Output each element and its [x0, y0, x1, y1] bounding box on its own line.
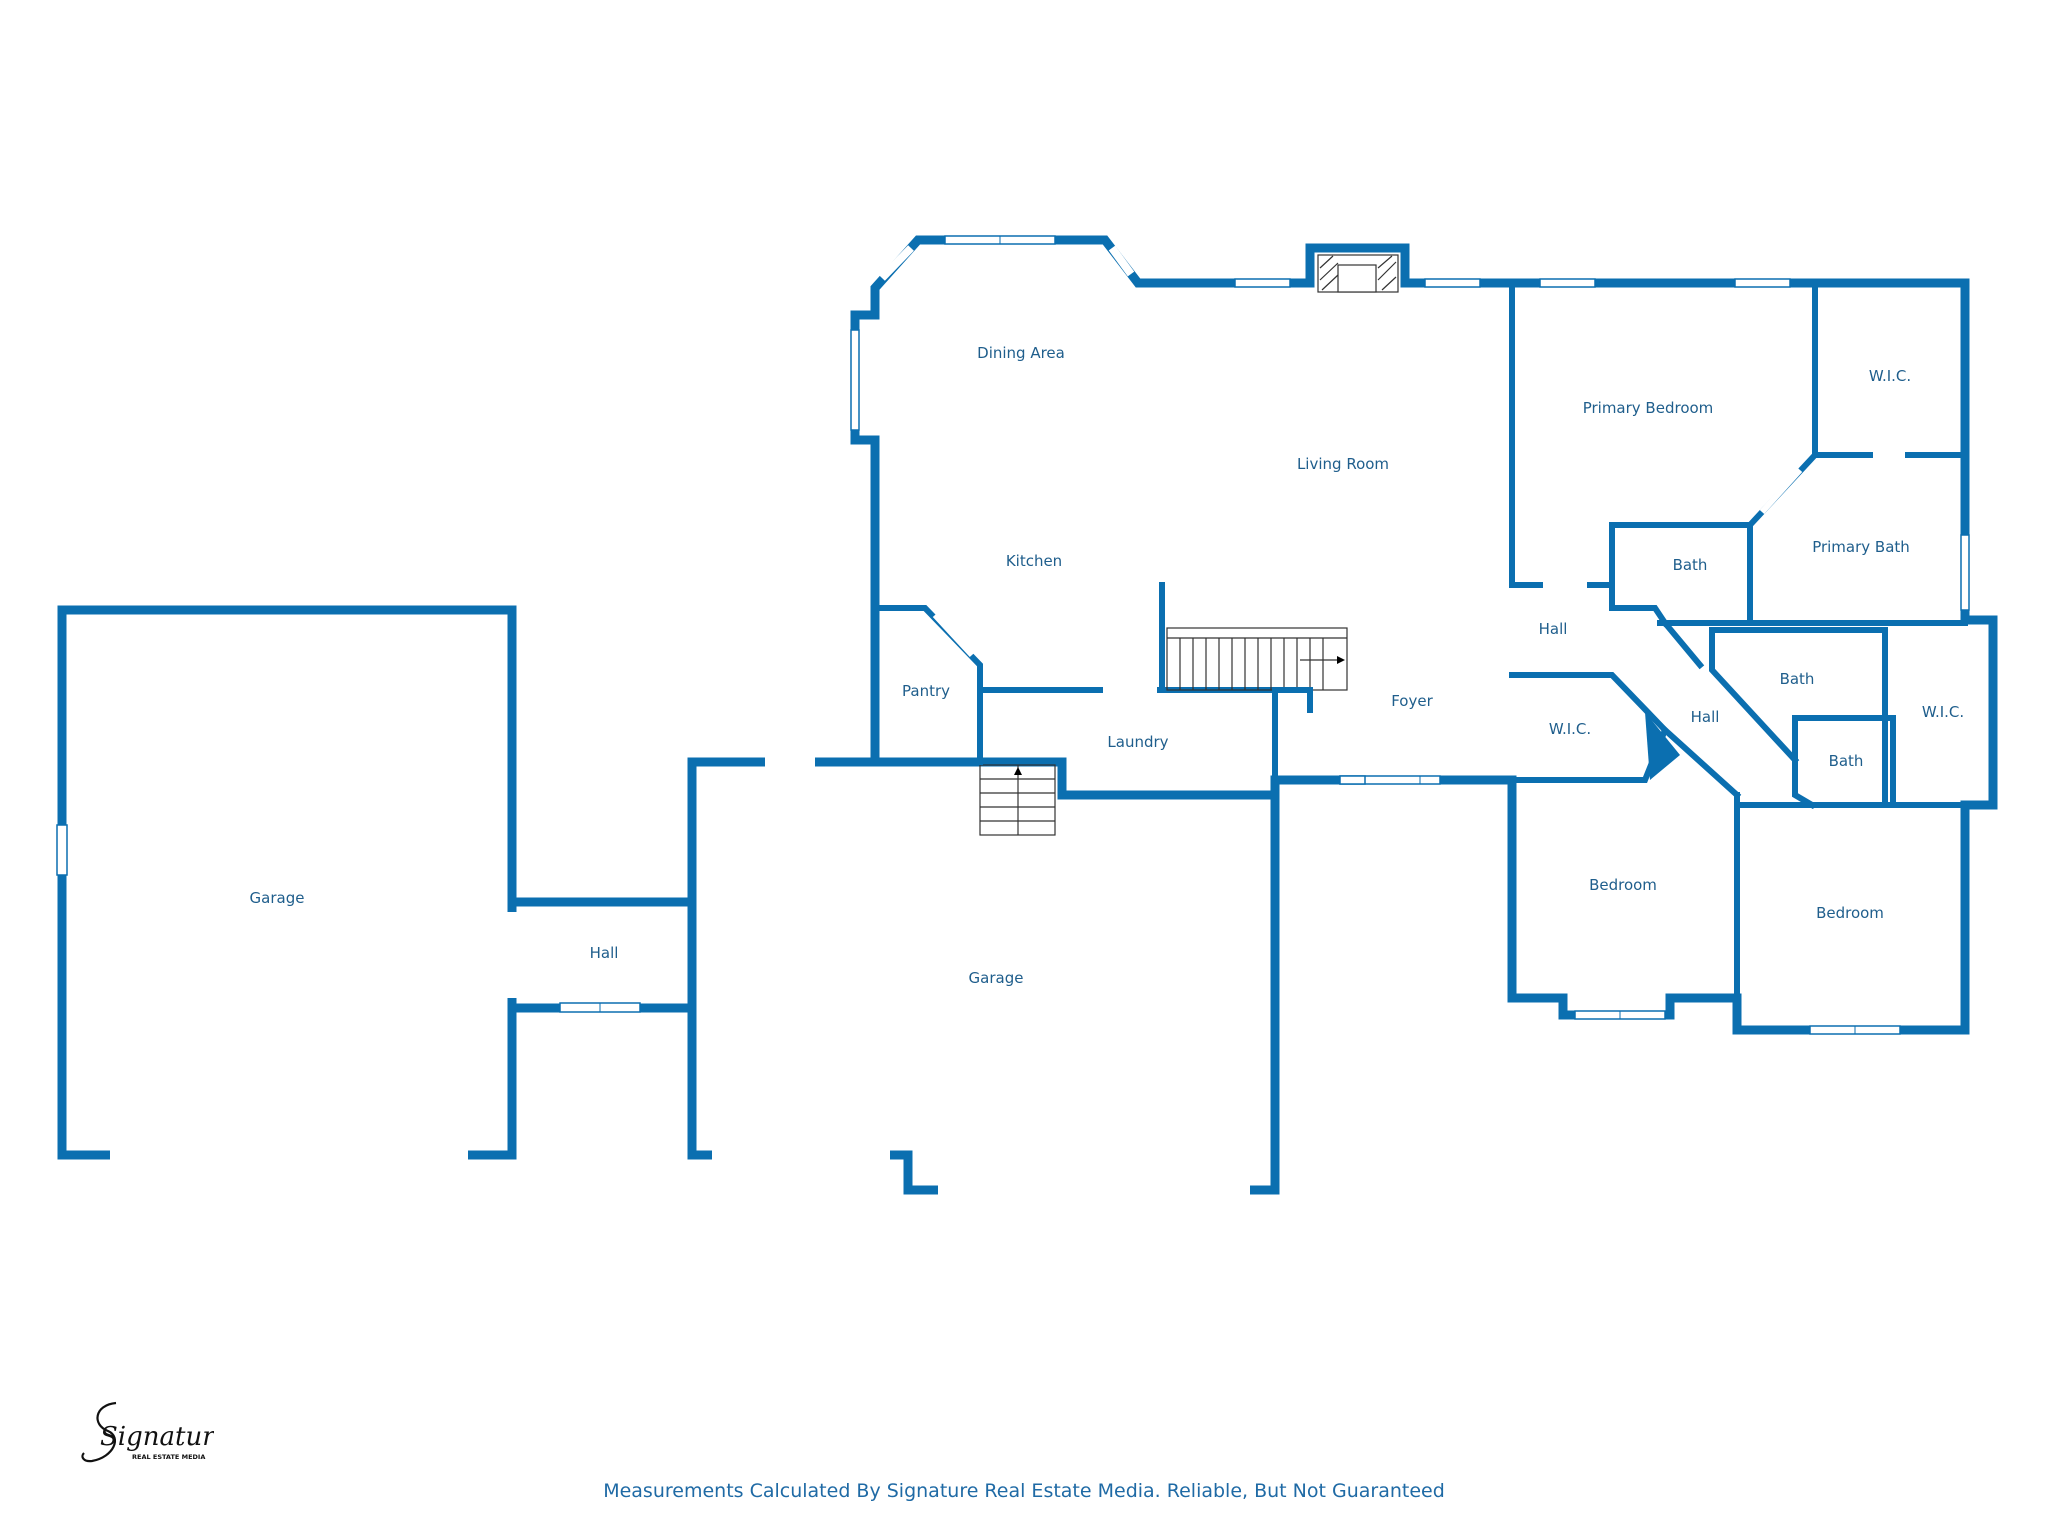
- room-label-kitchen: Kitchen: [1006, 552, 1062, 570]
- garage-left-walls: [56, 605, 517, 1162]
- room-label-wic-primary: W.I.C.: [1869, 367, 1911, 385]
- room-label-dining-area: Dining Area: [977, 344, 1065, 362]
- room-label-bedroom-1: Bedroom: [1589, 876, 1657, 894]
- room-label-wic-3: W.I.C.: [1922, 703, 1964, 721]
- room-label-primary-bath: Primary Bath: [1812, 538, 1910, 556]
- room-label-bath-3: Bath: [1829, 752, 1864, 770]
- room-label-living-room: Living Room: [1297, 455, 1389, 473]
- brand-logo-script: Signature: [100, 1422, 214, 1452]
- room-label-wic-2: W.I.C.: [1549, 720, 1591, 738]
- room-label-bath-1: Bath: [1673, 556, 1708, 574]
- room-label-laundry: Laundry: [1107, 733, 1168, 751]
- room-label-hall-1: Hall: [1539, 620, 1568, 638]
- room-labels: Dining Area Living Room Kitchen Pantry L…: [250, 344, 1965, 987]
- room-label-foyer: Foyer: [1391, 692, 1433, 710]
- room-label-garage-left: Garage: [250, 889, 305, 907]
- room-label-garage-main: Garage: [969, 969, 1024, 987]
- brand-logo-tagline: REAL ESTATE MEDIA: [132, 1453, 205, 1461]
- brand-logo: Signature REAL ESTATE MEDIA: [81, 1401, 214, 1463]
- room-label-bedroom-2: Bedroom: [1816, 904, 1884, 922]
- room-label-primary-bedroom: Primary Bedroom: [1583, 399, 1714, 417]
- room-label-pantry: Pantry: [902, 682, 950, 700]
- interior-walls: [872, 280, 1996, 1001]
- measurement-disclaimer: Measurements Calculated By Signature Rea…: [603, 1480, 1445, 1502]
- room-label-bath-2: Bath: [1780, 670, 1815, 688]
- room-label-hall-link: Hall: [590, 944, 619, 962]
- room-label-hall-2: Hall: [1691, 708, 1720, 726]
